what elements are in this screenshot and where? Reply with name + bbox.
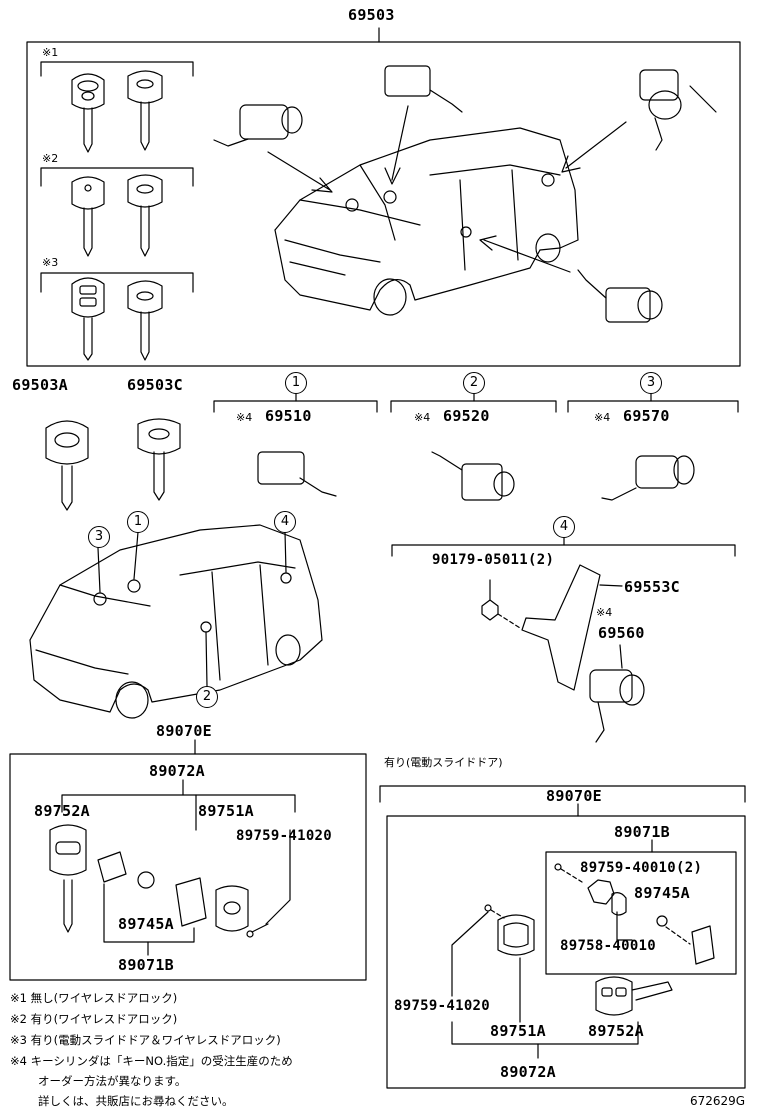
left-transmitter-label: 89751A <box>198 802 254 820</box>
mark-4-label: ※4 <box>236 411 253 424</box>
right-box-title: 89070E <box>546 787 602 805</box>
group-brackets <box>213 393 739 413</box>
figure-id: 672629G <box>690 1094 746 1108</box>
right-box-sub: 89072A <box>500 1063 556 1081</box>
group-2-circle: 2 <box>463 372 485 394</box>
right-set-label: 89071B <box>614 823 670 841</box>
left-set-label: 89071B <box>118 956 174 974</box>
top-assembly-frame <box>26 27 741 367</box>
mark-2-label: ※2 <box>42 152 59 165</box>
note-4-line-2: オーダー方法が異なります。 <box>38 1074 187 1088</box>
mark-3-label: ※3 <box>42 256 59 269</box>
right-screw-bottom-label: 89758-40010 <box>560 938 657 954</box>
key-icon <box>71 70 163 361</box>
group-4-circle: 4 <box>553 516 575 538</box>
van-illustration-top <box>274 127 579 316</box>
right-screw-left-label: 89759-41020 <box>394 998 491 1014</box>
right-transmitter-label: 89751A <box>490 1022 546 1040</box>
left-battery-label: 89745A <box>118 915 174 933</box>
assembly-69503-label: 69503 <box>348 6 395 24</box>
group-3-circle: 3 <box>640 372 662 394</box>
part-69570-label: 69570 <box>623 407 670 425</box>
left-box-sub: 89072A <box>149 762 205 780</box>
mark-1-label: ※1 <box>42 46 59 59</box>
car-circle-2: 2 <box>196 686 218 708</box>
arrow-icon <box>267 105 627 273</box>
key-icon <box>45 418 181 511</box>
left-box-frame <box>9 739 367 981</box>
note-4-line-3: 詳しくは、共販店にお尋ねください。 <box>38 1094 234 1108</box>
key-69503a-label: 69503A <box>12 376 68 394</box>
part-69510-label: 69510 <box>265 407 312 425</box>
note-3: ※3 有り(電動スライドドア＆ワイヤレスドアロック) <box>10 1033 281 1047</box>
van-illustration-middle <box>29 524 323 719</box>
right-battery-label: 89745A <box>634 884 690 902</box>
left-box-title: 89070E <box>156 722 212 740</box>
car-circle-3: 3 <box>88 526 110 548</box>
lock-cylinder-icon <box>257 451 695 501</box>
cylinder-69560-label: 69560 <box>598 624 645 642</box>
mark-4-label: ※4 <box>596 606 613 619</box>
mark-4-label: ※4 <box>414 411 431 424</box>
note-1: ※1 無し(ワイヤレスドアロック) <box>10 991 178 1005</box>
bolt-90179-05011-label: 90179-05011(2) <box>432 552 555 568</box>
group-1-circle: 1 <box>285 372 307 394</box>
right-box-frame <box>379 785 746 1089</box>
key-69503c-label: 69503C <box>127 376 183 394</box>
part-69520-label: 69520 <box>443 407 490 425</box>
left-key-label: 89752A <box>34 802 90 820</box>
right-box-caption: 有り(電動スライドドア) <box>384 756 503 769</box>
group-4-artwork <box>391 537 736 743</box>
car-circle-4: 4 <box>274 511 296 533</box>
note-2: ※2 有り(ワイヤレスドアロック) <box>10 1012 178 1026</box>
right-screw-top-label: 89759-40010(2) <box>580 860 703 876</box>
mark-4-label: ※4 <box>594 411 611 424</box>
right-key-label: 89752A <box>588 1022 644 1040</box>
bracket-69553c-label: 69553C <box>624 578 680 596</box>
car-circle-1: 1 <box>127 511 149 533</box>
note-4: ※4 キーシリンダは「キーNO.指定」の受注生産のため <box>10 1054 293 1068</box>
lock-cylinder-icon <box>213 65 717 323</box>
left-screw-label: 89759-41020 <box>236 828 333 844</box>
